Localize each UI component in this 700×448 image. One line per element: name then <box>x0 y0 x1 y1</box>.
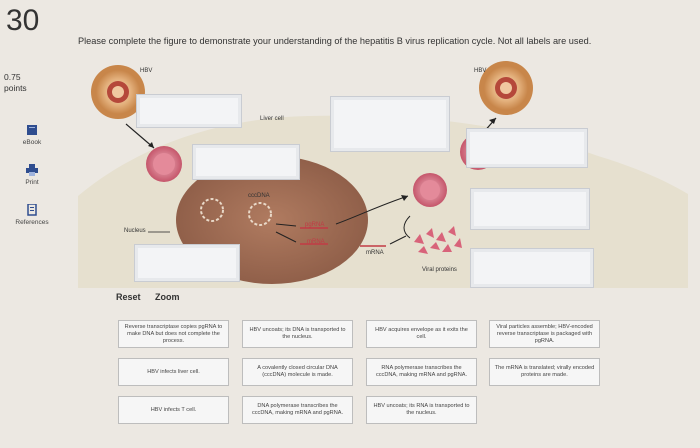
label-liver-cell: Liver cell <box>260 116 284 122</box>
answer-chip[interactable]: Reverse transcriptase copies pgRNA to ma… <box>118 320 229 348</box>
references-icon <box>27 204 37 216</box>
answer-chip[interactable]: DNA polymerase transcribes the cccDNA, m… <box>242 396 353 424</box>
drop-zone-3[interactable] <box>330 96 450 152</box>
drop-zone-1[interactable] <box>136 94 242 128</box>
sidebar-item-print[interactable]: Print <box>4 164 60 186</box>
capsid-entering <box>146 146 182 182</box>
sidebar-item-references[interactable]: References <box>4 204 60 226</box>
printer-icon <box>26 164 38 176</box>
answer-chip[interactable]: A covalently closed circular DNA (cccDNA… <box>242 358 353 386</box>
answer-chip[interactable]: The mRNA is translated; virally encoded … <box>489 358 600 386</box>
sidebar-item-ebook[interactable]: eBook <box>4 124 60 146</box>
answer-chip[interactable]: HBV infects liver cell. <box>118 358 229 386</box>
answer-chip[interactable]: Viral particles assemble; HBV-encoded re… <box>489 320 600 348</box>
label-hbv-right: HBV <box>474 68 487 74</box>
sidebar-item-label: References <box>15 219 49 226</box>
sidebar-item-label: Print <box>25 179 39 186</box>
drop-zone-5[interactable] <box>470 188 590 230</box>
capsid-assembled <box>413 173 447 207</box>
drop-zone-4[interactable] <box>466 128 588 168</box>
drop-zone-7[interactable] <box>134 244 240 282</box>
label-mrna-outside: mRNA <box>366 250 384 256</box>
book-icon <box>27 125 37 135</box>
hbv-virus-left <box>91 65 145 119</box>
label-hbv-left: HBV <box>140 68 153 74</box>
answer-chip[interactable]: HBV acquires envelope as it exits the ce… <box>366 320 477 348</box>
answer-chip[interactable]: RNA polymerase transcribes the cccDNA, m… <box>366 358 477 386</box>
hbv-replication-figure: HBV HBV Liver cell Nucleus cccDNA pgRNA … <box>78 56 688 288</box>
answer-chip[interactable]: HBV uncoats; its DNA is transported to t… <box>242 320 353 348</box>
viral-proteins-shapes <box>414 226 462 254</box>
drop-zone-2[interactable] <box>192 144 300 180</box>
hbv-virus-right <box>479 61 533 115</box>
label-mrna-inside: mRNA <box>307 239 325 245</box>
drop-zone-6[interactable] <box>470 248 594 288</box>
zoom-button[interactable]: Zoom <box>155 292 180 302</box>
sidebar-item-label: eBook <box>22 139 42 146</box>
answer-chip[interactable]: HBV infects T cell. <box>118 396 229 424</box>
label-nucleus: Nucleus <box>124 228 146 234</box>
question-text: Please complete the figure to demonstrat… <box>78 36 592 46</box>
points-label: points <box>4 83 27 93</box>
label-cccdna: cccDNA <box>248 193 270 199</box>
reset-button[interactable]: Reset <box>116 292 141 302</box>
figure-controls: Reset Zoom <box>116 292 192 302</box>
points-info: 0.75 points <box>4 72 27 94</box>
question-number: 30 <box>6 4 40 37</box>
points-value: 0.75 <box>4 72 21 82</box>
label-viral-proteins: Viral proteins <box>422 267 457 273</box>
answer-chip[interactable]: HBV uncoats; its RNA is transported to t… <box>366 396 477 424</box>
label-pgrna: pgRNA <box>305 222 325 228</box>
